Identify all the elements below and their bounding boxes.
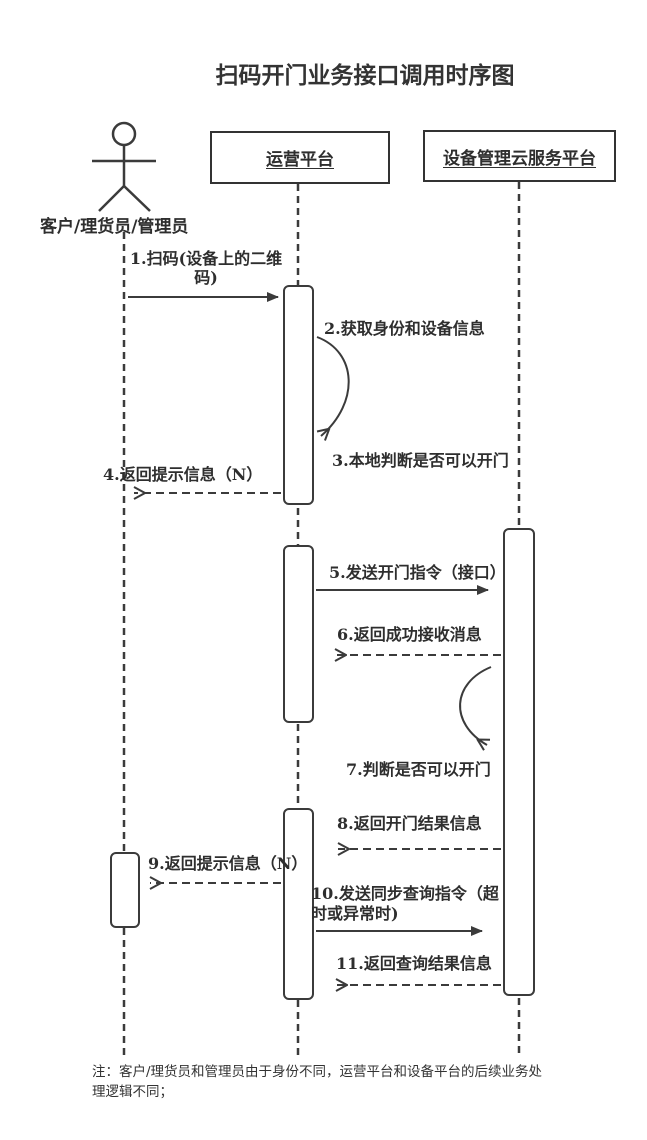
activation-cloud-1 — [503, 528, 535, 996]
activation-ops-1 — [283, 285, 314, 505]
activation-user-1 — [110, 852, 140, 928]
footnote: 注：客户/理货员和管理员由于身份不同，运营平台和设备平台的后续业务处 理逻辑不同… — [92, 1062, 562, 1102]
message-5-label: 5.发送开门指令（接口） — [329, 563, 506, 582]
footnote-line-1: 注：客户/理货员和管理员由于身份不同，运营平台和设备平台的后续业务处 — [92, 1064, 543, 1080]
message-3-label: 3.本地判断是否可以开门 — [332, 451, 509, 470]
message-2-self-loop-arrow — [316, 336, 350, 436]
participant-label-cloud: 设备管理云服务平台 — [443, 148, 596, 169]
message-11-label: 11.返回查询结果信息 — [336, 954, 492, 973]
message-8-label: 8.返回开门结果信息 — [337, 814, 482, 833]
message-7-label: 7.判断是否可以开门 — [346, 760, 491, 779]
activation-ops-3 — [283, 808, 314, 1000]
participant-label-ops: 运营平台 — [266, 150, 334, 170]
message-4-label: 4.返回提示信息（N） — [103, 465, 263, 484]
actor-figure — [92, 121, 156, 212]
participant-box-ops: 运营平台 — [210, 131, 390, 184]
footnote-line-2: 理逻辑不同； — [92, 1084, 173, 1100]
participant-box-cloud: 设备管理云服务平台 — [423, 130, 616, 182]
message-7-self-loop-arrow — [459, 666, 492, 745]
message-6-label: 6.返回成功接收消息 — [337, 625, 482, 644]
diagram-title: 扫码开门业务接口调用时序图 — [215, 63, 515, 89]
message-2-label: 2.获取身份和设备信息 — [324, 319, 485, 338]
message-1-label: 1.扫码(设备上的二维 码) — [129, 249, 283, 287]
participant-label-user: 客户/理货员/管理员 — [40, 217, 189, 237]
message-10-label: 10.发送同步查询指令（超 时或异常时) — [311, 884, 499, 923]
message-9-label: 9.返回提示信息（N） — [148, 854, 308, 873]
activation-ops-2 — [283, 545, 314, 723]
